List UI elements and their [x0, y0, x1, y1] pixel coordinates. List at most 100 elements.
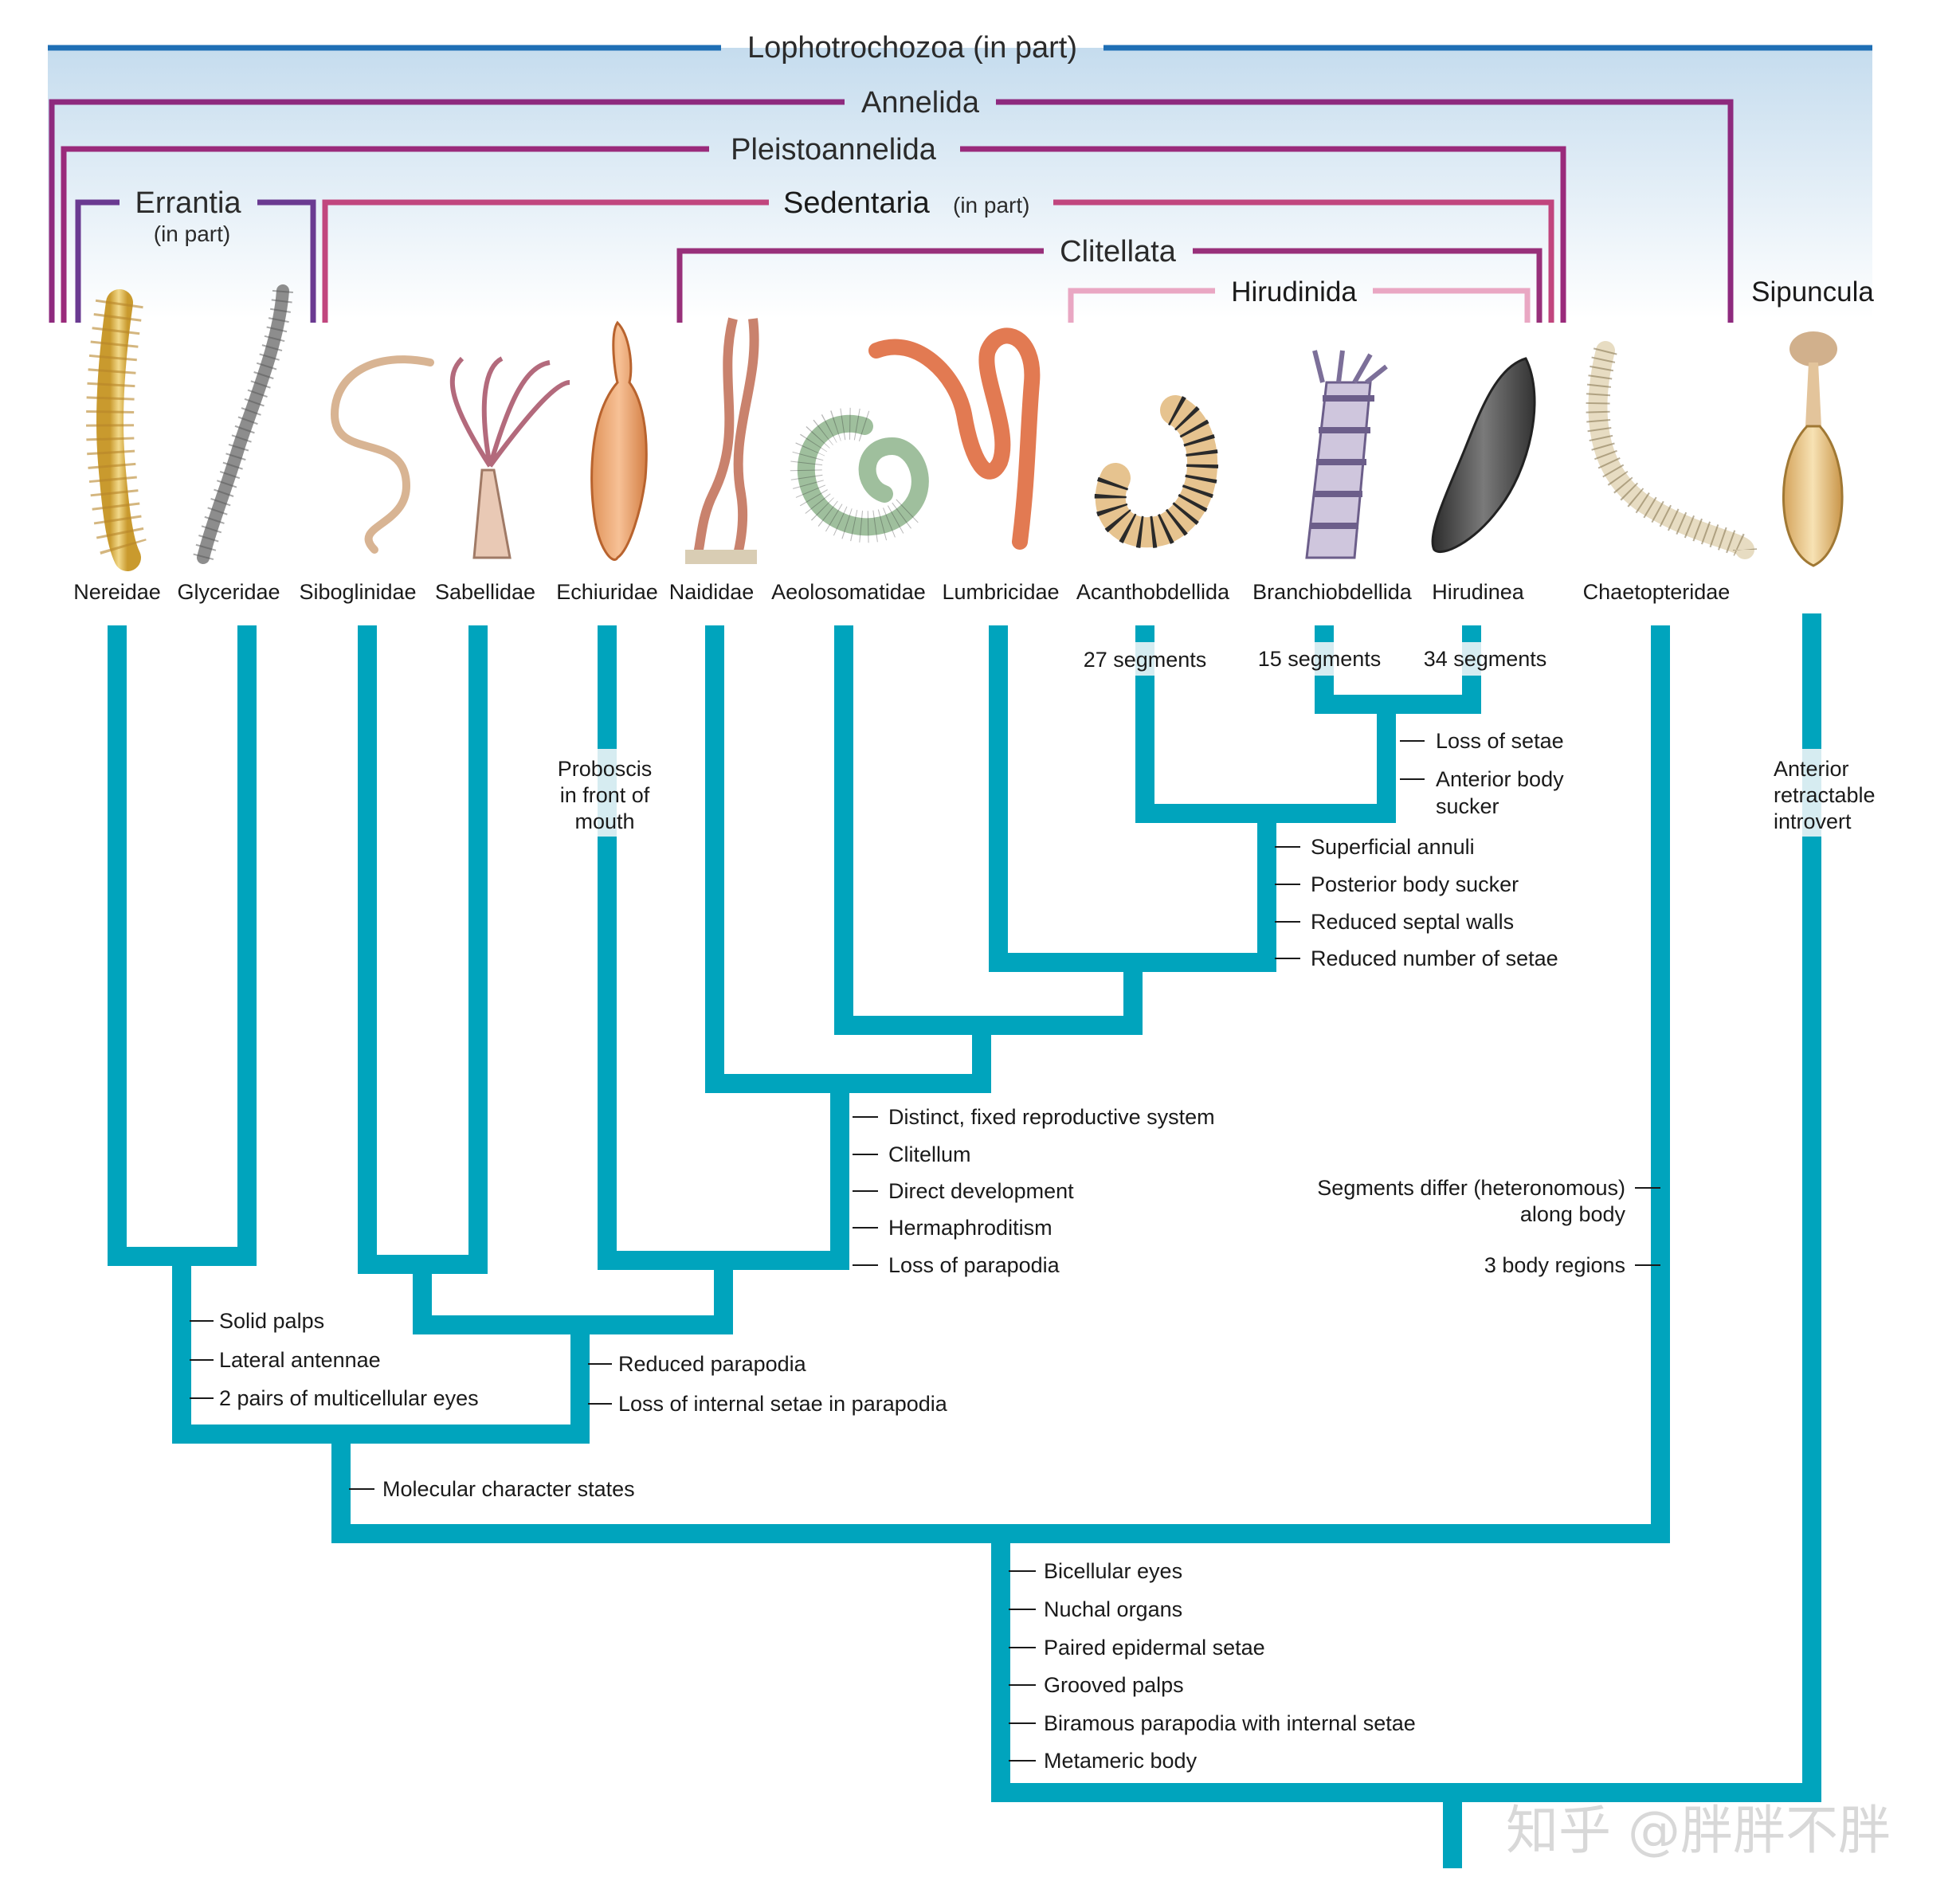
clitellata-bracket-left: [676, 248, 1044, 323]
lophotrochozoa-label: Lophotrochozoa (in part): [747, 31, 1077, 65]
character-state: Reduced number of setae: [1311, 946, 1558, 970]
character-state: Distinct, fixed reproductive system: [888, 1105, 1215, 1129]
tree-aeolo-clade: [834, 625, 1143, 1035]
character-state: Clitellum: [888, 1142, 971, 1166]
echiuridae-annotation: mouth: [574, 809, 634, 833]
taxon-label: Hirudinea: [1432, 580, 1525, 604]
acanthobdellida-segments: 27 segments: [1084, 648, 1207, 672]
taxon-label: Naididae: [669, 580, 755, 604]
hirudinea-segments: 34 segments: [1424, 647, 1547, 671]
annelida-bracket-right: [996, 99, 1734, 323]
spoon-worm-illustration: [590, 320, 648, 561]
hirudinida-label: Hirudinida: [1231, 276, 1357, 308]
character-state: Biramous parapodia with internal setae: [1044, 1711, 1416, 1735]
tree-lumbricidae-clade: [989, 625, 1276, 972]
taxon-label: Siboglinidae: [299, 580, 416, 604]
annelida-label: Annelida: [861, 86, 980, 120]
errantia-label: Errantia: [135, 186, 241, 220]
errantia-sub-label: (in part): [154, 221, 230, 246]
taxon-label: Acanthobdellida: [1076, 580, 1230, 604]
character-state: Molecular character states: [382, 1477, 635, 1501]
taxon-label: Echiuridae: [556, 580, 658, 604]
segment-count-labels: 27 segments 15 segments 34 segments: [1084, 647, 1547, 672]
glycerid-worm-illustration: [193, 284, 293, 564]
acanthobdellid-illustration: [1094, 395, 1219, 549]
character-state: Direct development: [888, 1179, 1074, 1203]
taxon-label: Nereidae: [73, 580, 161, 604]
tree-sibo-sabel-clade: [358, 625, 488, 1274]
character-state: Lateral antennae: [219, 1348, 381, 1372]
segment-count-patch: [1135, 642, 1154, 676]
character-state: Loss of internal setae in parapodia: [618, 1392, 948, 1416]
hirudinida-bracket-right: [1373, 288, 1531, 323]
taxon-label: Sabellidae: [435, 580, 535, 604]
character-state: Nuchal organs: [1044, 1597, 1182, 1621]
sedentaria-label: Sedentaria: [783, 186, 931, 220]
clitellata-label: Clitellata: [1060, 235, 1177, 268]
branch-annotation-patch: [1802, 749, 1821, 837]
character-state: 2 pairs of multicellular eyes: [219, 1386, 479, 1410]
branch-annotations: Proboscis in front of mouth Anterior ret…: [558, 757, 1876, 833]
character-state: Grooved palps: [1044, 1673, 1184, 1697]
errantia-bracket-right: [257, 199, 316, 323]
organism-illustrations: [86, 284, 1844, 571]
character-state: sucker: [1436, 794, 1499, 818]
parchment-worm-illustration: [1586, 341, 1757, 559]
tree-acantho-clade: [1135, 625, 1396, 823]
character-state: Posterior body sucker: [1311, 872, 1519, 896]
clitellata-bracket-right: [1193, 248, 1543, 323]
tree-errantia-clade: [108, 625, 257, 1266]
branch-annotation-patch: [598, 749, 617, 837]
annelida-bracket-left: [49, 99, 845, 323]
hirudinida-bracket-left: [1068, 288, 1215, 323]
cladogram-tree: [108, 613, 1821, 1868]
branchiobdellid-illustration: [1305, 350, 1388, 559]
earthworm-illustration: [868, 327, 1041, 550]
sedentaria-bracket-left: [322, 199, 769, 323]
watermark-text: 知乎 @胖胖不胖: [1506, 1800, 1891, 1861]
character-states: Loss of setae Anterior body sucker Super…: [190, 729, 1660, 1773]
sedentaria-sub-label: (in part): [953, 193, 1029, 217]
character-state: Anterior body: [1436, 767, 1564, 791]
character-state: Segments differ (heteronomous): [1317, 1176, 1625, 1200]
nereid-worm-illustration: [86, 289, 150, 571]
errantia-bracket-left: [75, 199, 120, 323]
naidid-worm-illustration: [685, 317, 759, 564]
siboglinid-worm-illustration: [330, 355, 434, 554]
sedentaria-bracket-right: [1053, 199, 1554, 323]
taxon-label: Branchiobdellida: [1252, 580, 1413, 604]
sipuncula-label: Sipuncula: [1751, 276, 1874, 308]
branchiobdellida-segments: 15 segments: [1258, 647, 1382, 671]
character-state: 3 body regions: [1484, 1253, 1625, 1277]
character-state: Paired epidermal setae: [1044, 1636, 1265, 1660]
echiuridae-annotation: Proboscis: [558, 757, 653, 781]
character-state: Reduced septal walls: [1311, 910, 1514, 934]
character-state: along body: [1520, 1202, 1626, 1226]
taxon-label: Chaetopteridae: [1583, 580, 1731, 604]
taxon-labels: Nereidae Glyceridae Siboglinidae Sabelli…: [73, 580, 1730, 604]
header-background: [48, 48, 1872, 319]
sipuncula-annotation: introvert: [1774, 809, 1852, 833]
taxon-label: Glyceridae: [177, 580, 280, 604]
fan-worm-illustration: [449, 356, 570, 559]
taxon-label: Lumbricidae: [942, 580, 1059, 604]
character-state: Reduced parapodia: [618, 1352, 807, 1376]
sipuncula-annotation: retractable: [1774, 783, 1876, 807]
pleistoannelida-bracket-right: [960, 146, 1566, 323]
leech-illustration: [1431, 357, 1536, 554]
echiuridae-annotation: in front of: [560, 783, 650, 807]
peanut-worm-illustration: [1782, 331, 1844, 567]
character-state: Hermaphroditism: [888, 1216, 1053, 1240]
tree-annelida-clade: [991, 613, 1821, 1802]
aeolosomatid-worm-illustration: [790, 407, 929, 543]
character-state: Loss of parapodia: [888, 1253, 1060, 1277]
segment-count-patch: [1315, 642, 1334, 676]
character-state: Metameric body: [1044, 1749, 1198, 1773]
character-state: Bicellular eyes: [1044, 1559, 1182, 1583]
clade-brackets: Lophotrochozoa (in part) Annelida Pleist…: [48, 31, 1874, 323]
tree-pleisto-join: [172, 1256, 590, 1444]
character-state: Loss of setae: [1436, 729, 1564, 753]
taxon-label: Aeolosomatidae: [771, 580, 926, 604]
sipuncula-annotation: Anterior: [1774, 757, 1849, 781]
